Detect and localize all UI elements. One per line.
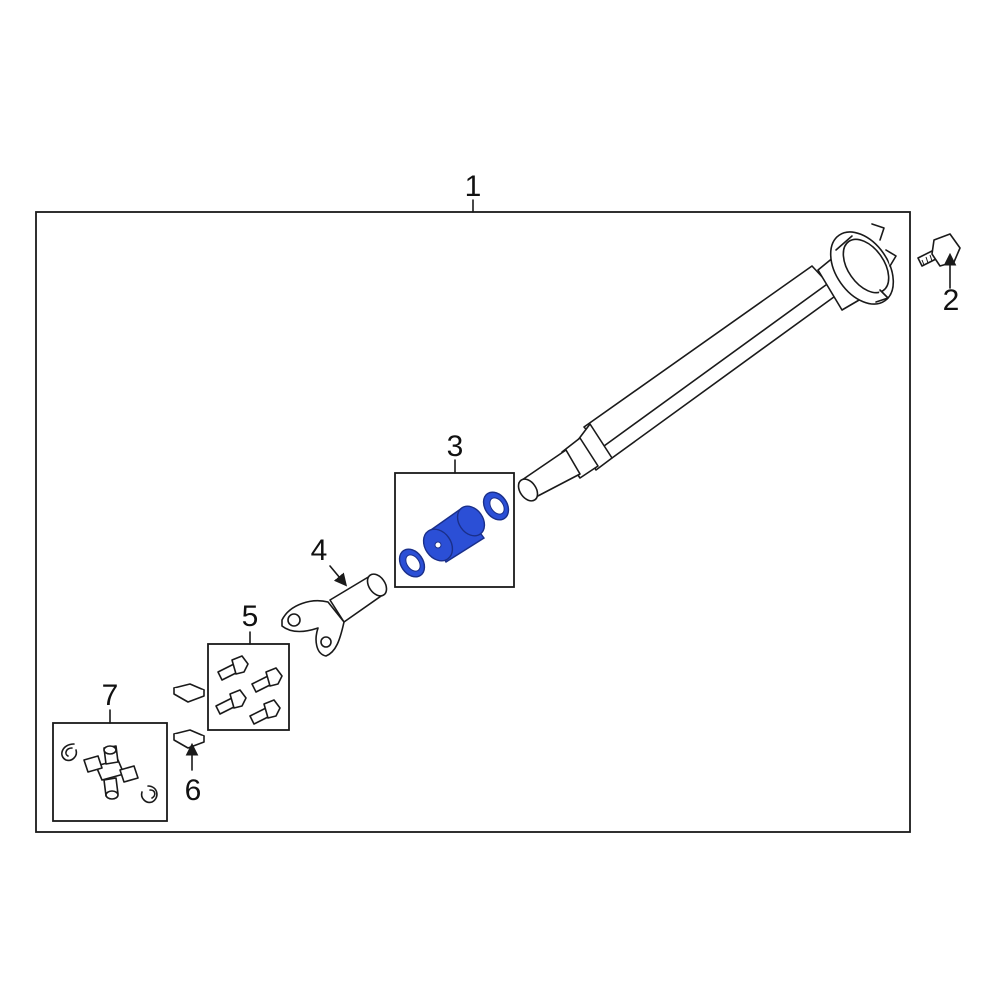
slip-yoke [281,573,388,657]
callout-4-arrow [329,565,348,587]
bearing-ring-lower [398,548,426,578]
yoke-bolt-4 [249,699,281,725]
bearing-ring-upper [482,491,510,521]
yoke-bolt-3 [215,689,247,715]
callout-4[interactable]: 4 [311,534,328,567]
bolt-kit-box [207,643,290,731]
center-bearing [422,505,486,563]
callout-7[interactable]: 7 [102,679,119,712]
callout-1[interactable]: 1 [465,170,482,203]
retaining-strap-upper [173,683,205,703]
flange-bolt [917,233,961,267]
yoke-bolt-1 [217,655,249,681]
universal-joint-cross [83,745,139,800]
yoke-bolt-2 [251,667,283,693]
flange-joint [817,223,897,311]
driveshaft-tube [517,265,839,502]
callout-5[interactable]: 5 [242,600,259,633]
retaining-strap-lower [173,729,205,749]
callout-6[interactable]: 6 [185,774,202,807]
callout-2[interactable]: 2 [943,284,960,317]
callout-3[interactable]: 3 [447,430,464,463]
snap-ring-right [140,785,158,804]
snap-ring-left [61,743,78,762]
